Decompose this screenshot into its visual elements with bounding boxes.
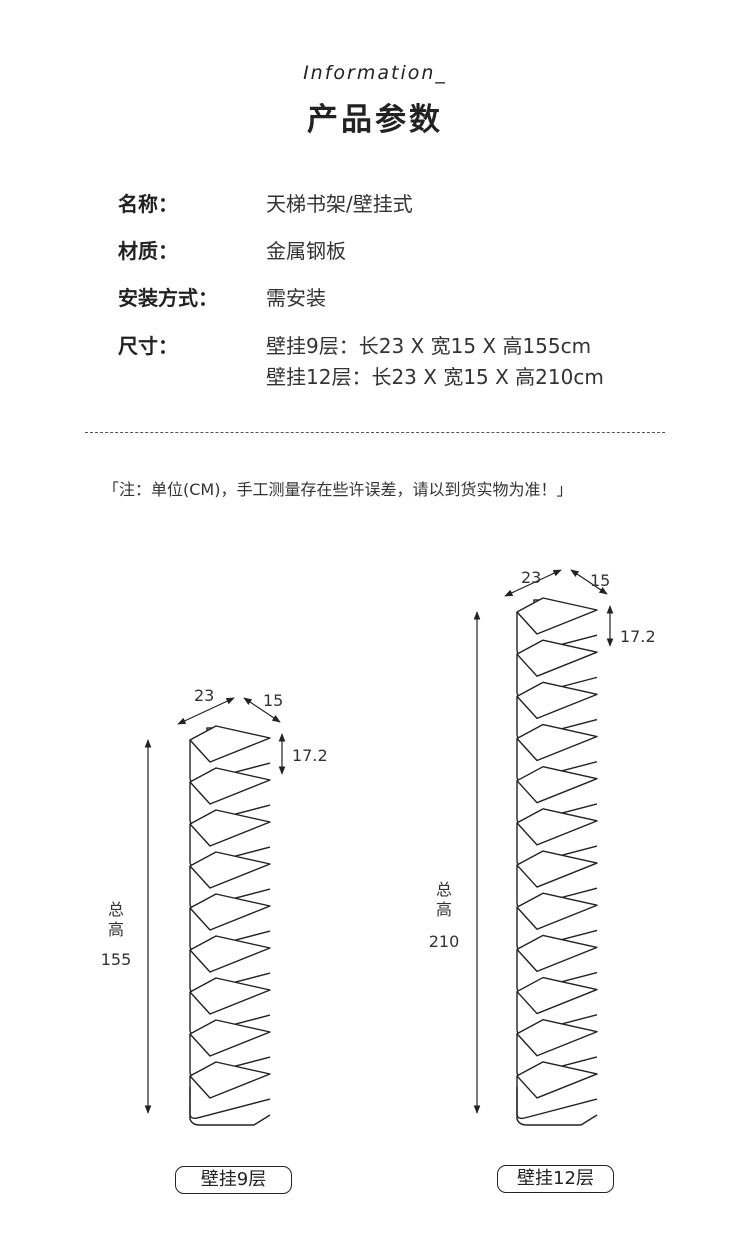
shelf-board xyxy=(189,1061,271,1099)
total-height-char-2: 高 xyxy=(107,920,124,939)
spec-label-material: 材质： xyxy=(118,239,178,263)
total-height-value: 155 xyxy=(100,950,132,969)
dashed-divider xyxy=(85,432,665,433)
total-height-char-1: 总 xyxy=(435,880,452,899)
shelf-board xyxy=(516,934,598,973)
shelf-board xyxy=(189,1019,271,1057)
total-height-char-1: 总 xyxy=(107,900,124,919)
label-9-shelves: 壁挂9层 xyxy=(175,1166,292,1194)
label-12-shelves: 壁挂12层 xyxy=(497,1165,614,1193)
shelf-board xyxy=(516,892,598,930)
shelf-board xyxy=(189,851,271,889)
shelf-board xyxy=(189,977,271,1015)
length-arrow xyxy=(504,569,562,597)
length-label: 23 xyxy=(521,568,542,587)
spec-value-size-9: 壁挂9层：长23 X 宽15 X 高155cm xyxy=(266,334,592,358)
shelf-board xyxy=(516,597,598,635)
shelf-base xyxy=(516,1087,598,1126)
spec-value-size-12: 壁挂12层：长23 X 宽15 X 高210cm xyxy=(266,365,604,389)
width-arrow xyxy=(243,697,281,723)
shelf-board xyxy=(189,809,271,847)
width-label: 15 xyxy=(590,571,611,590)
header-title-en: Information_ xyxy=(303,62,447,84)
spec-value-material: 金属钢板 xyxy=(266,239,346,263)
spacing-label: 17.2 xyxy=(620,627,656,646)
spacing-label: 17.2 xyxy=(292,746,328,765)
shelf-board xyxy=(516,723,598,762)
total-height-char-2: 高 xyxy=(435,900,452,919)
shelf-board xyxy=(516,808,598,846)
spec-label-install: 安装方式： xyxy=(118,286,218,310)
shelf-board xyxy=(189,893,271,931)
length-label: 23 xyxy=(194,686,215,705)
spec-label-name: 名称： xyxy=(118,192,178,216)
spec-value-name: 天梯书架/壁挂式 xyxy=(266,192,413,216)
width-arrow xyxy=(570,569,608,595)
shelf-board xyxy=(516,976,598,1015)
spec-value-install: 需安装 xyxy=(266,286,326,310)
shelf-board xyxy=(516,850,598,888)
shelf-board xyxy=(516,639,598,677)
shelf-board xyxy=(189,767,271,805)
shelf-board xyxy=(516,1019,598,1057)
measurement-note: 「注：单位(CM)，手工测量存在些许误差，请以到货实物为准！」 xyxy=(103,480,573,499)
shelf-board xyxy=(189,935,271,973)
shelf-board xyxy=(516,1061,598,1099)
shelf-board xyxy=(189,725,271,763)
total-height-value: 210 xyxy=(428,932,460,951)
shelf-board xyxy=(516,681,598,720)
shelf-base xyxy=(189,1087,271,1126)
shelf-board xyxy=(516,765,598,804)
spec-label-size: 尺寸： xyxy=(118,334,178,358)
width-label: 15 xyxy=(263,691,284,710)
length-arrow xyxy=(177,697,235,725)
header-title-cn: 产品参数 xyxy=(307,102,443,138)
